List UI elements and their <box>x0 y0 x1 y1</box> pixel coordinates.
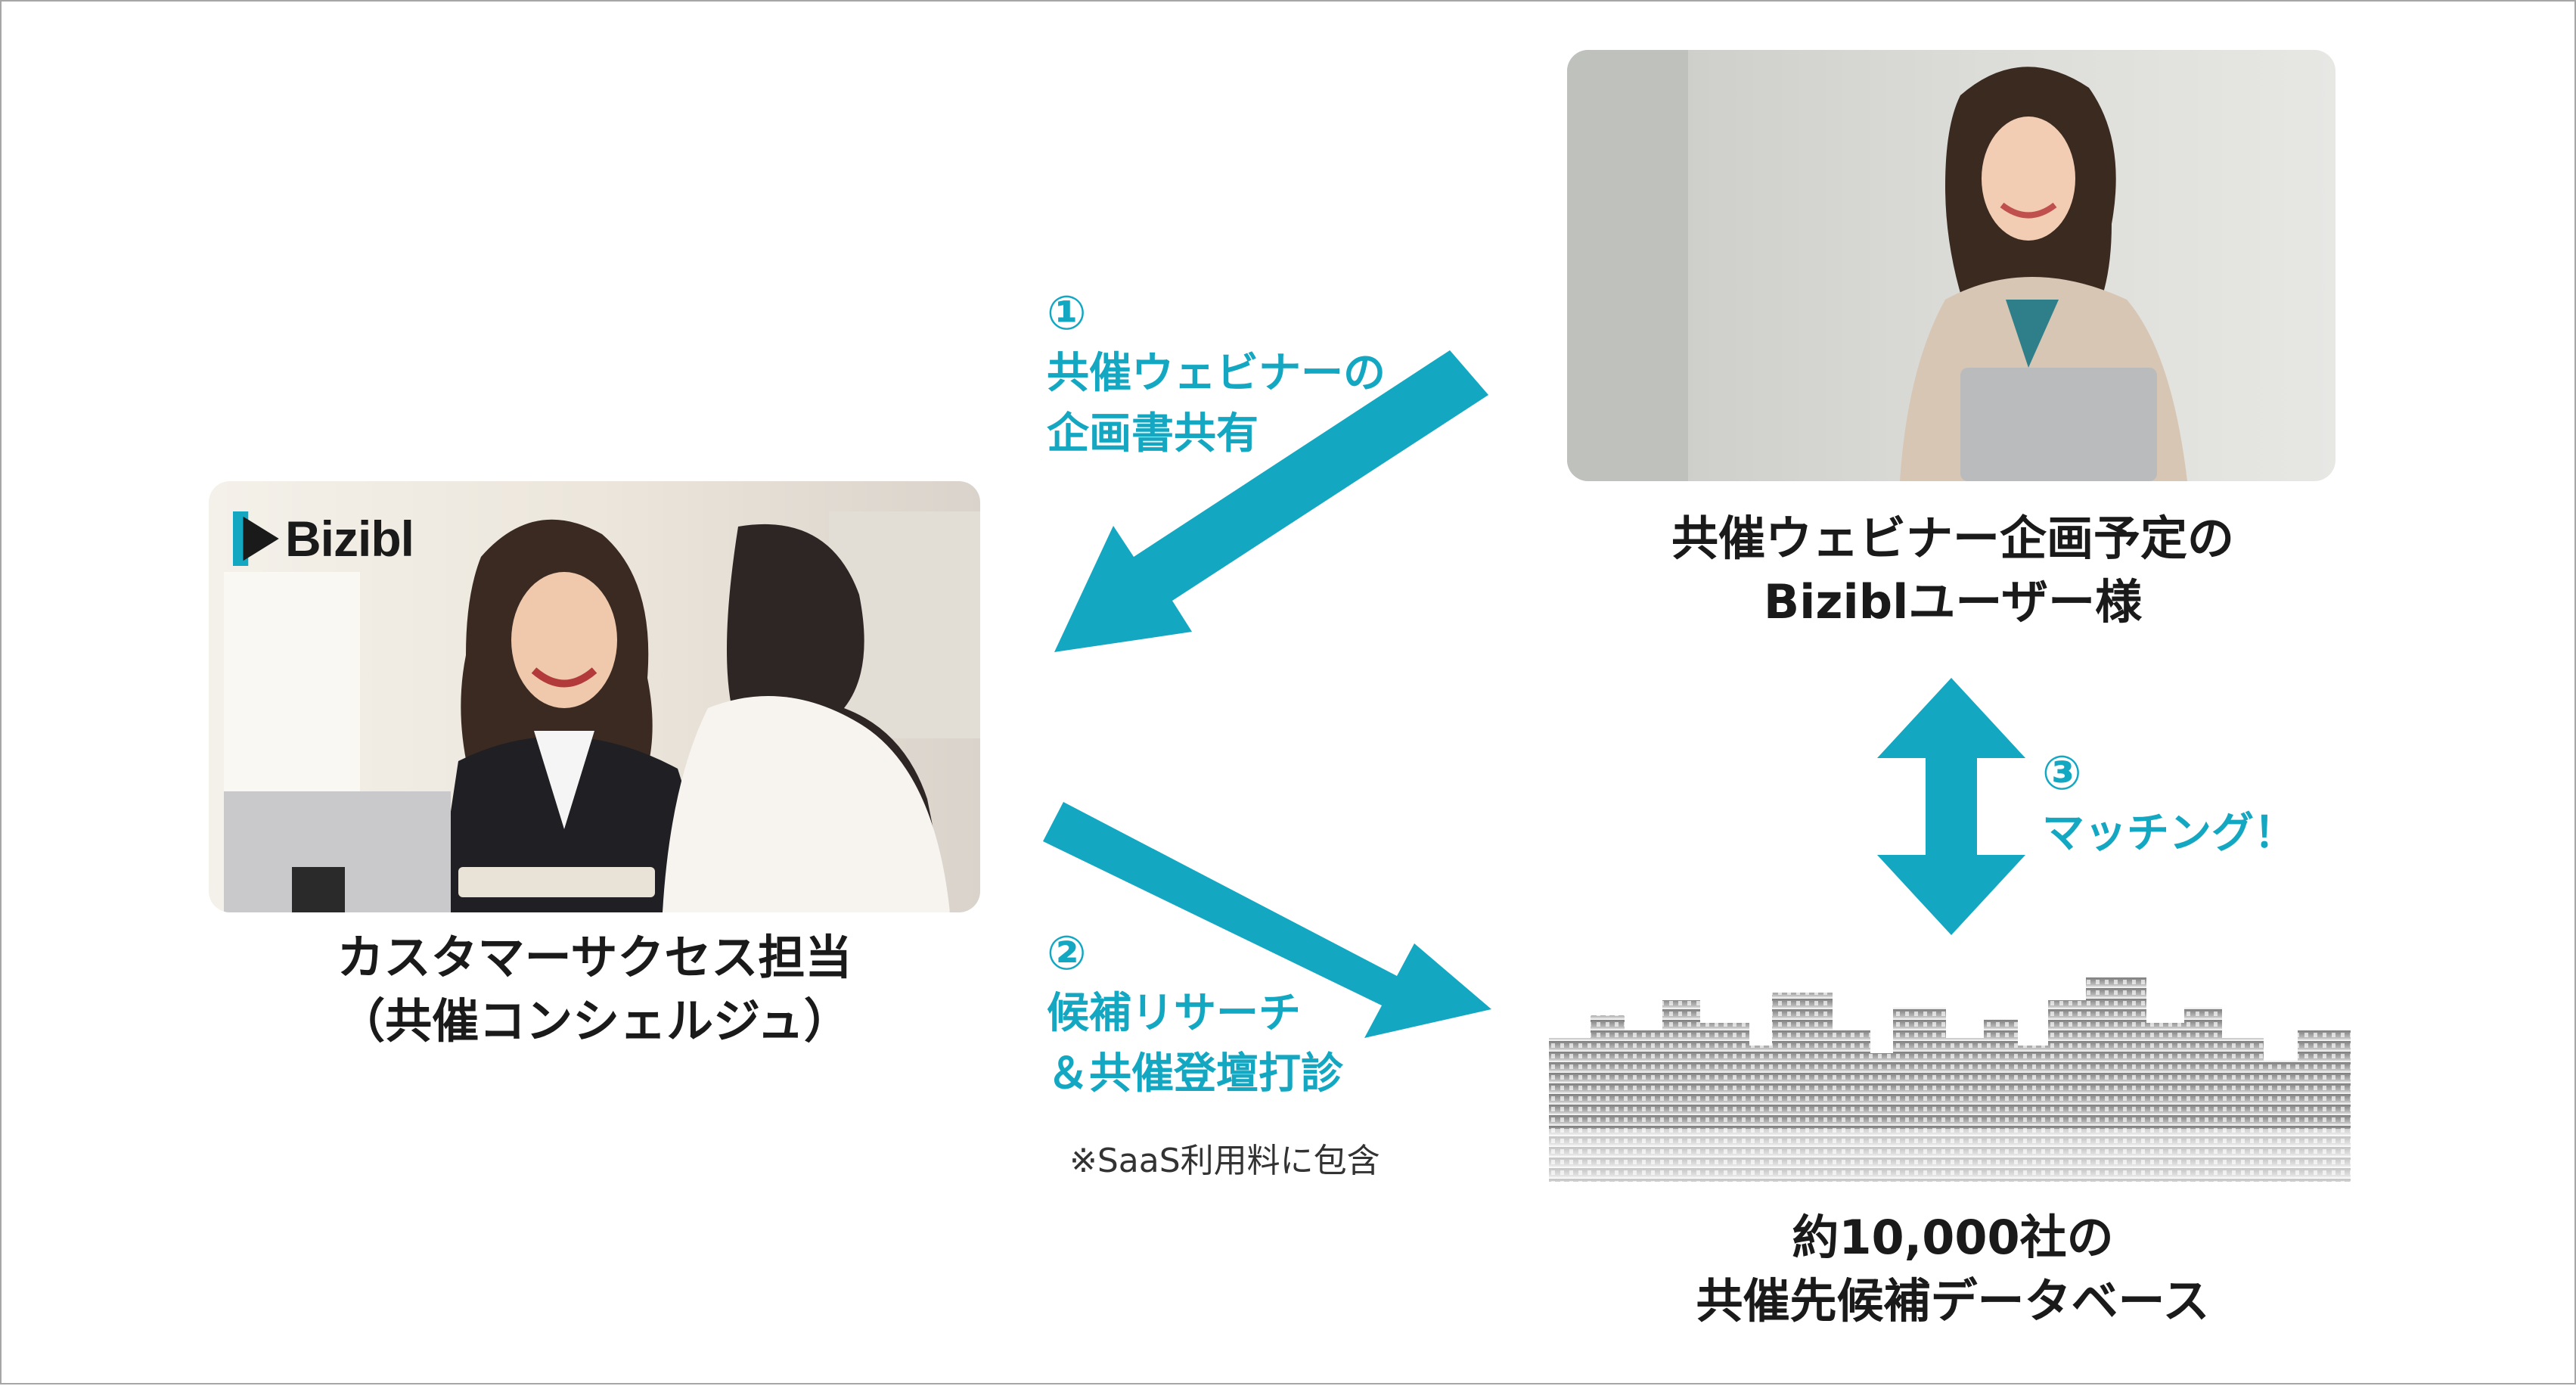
step-2-label: ② 候補リサーチ ＆共催登壇打診 <box>1047 923 1343 1105</box>
bizibl-logo-text: Bizibl <box>285 510 414 567</box>
step-number: ① <box>1047 283 1386 343</box>
customer-success-caption: カスタマーサクセス担当 （共催コンシェルジュ） <box>209 926 980 1053</box>
step-text: ＆共催登壇打診 <box>1047 1044 1343 1105</box>
city-skyline-icon <box>1549 977 2351 1182</box>
caption-line: Biziblユーザー様 <box>1507 570 2399 634</box>
database-caption: 約10,000社の 共催先候補データベース <box>1537 1206 2369 1333</box>
bizibl-logo-icon <box>233 511 281 566</box>
user-photo <box>1567 50 2335 481</box>
step-1-label: ① 共催ウェビナーの 企画書共有 <box>1047 283 1386 465</box>
caption-line: （共催コンシェルジュ） <box>209 990 980 1053</box>
customer-success-photo: Bizibl <box>209 481 980 912</box>
caption-line: 約10,000社の <box>1537 1206 2369 1269</box>
caption-line: カスタマーサクセス担当 <box>209 926 980 990</box>
step-3-label: ③ マッチング！ <box>2042 743 2296 864</box>
caption-line: 共催ウェビナー企画予定の <box>1507 507 2399 570</box>
caption-line: 共催先候補データベース <box>1537 1269 2369 1333</box>
step-number: ② <box>1047 923 1343 984</box>
step-text: マッチング！ <box>2042 803 2296 864</box>
pricing-note: ※SaaS利用料に包含 <box>1069 1133 1380 1182</box>
bizibl-logo: Bizibl <box>233 511 414 566</box>
step-text: 企画書共有 <box>1047 404 1386 465</box>
step-text: 候補リサーチ <box>1047 984 1343 1044</box>
arrow-matching-icon <box>1877 678 2025 935</box>
user-caption: 共催ウェビナー企画予定の Biziblユーザー様 <box>1507 507 2399 634</box>
step-text: 共催ウェビナーの <box>1047 343 1386 404</box>
step-number: ③ <box>2042 743 2296 803</box>
